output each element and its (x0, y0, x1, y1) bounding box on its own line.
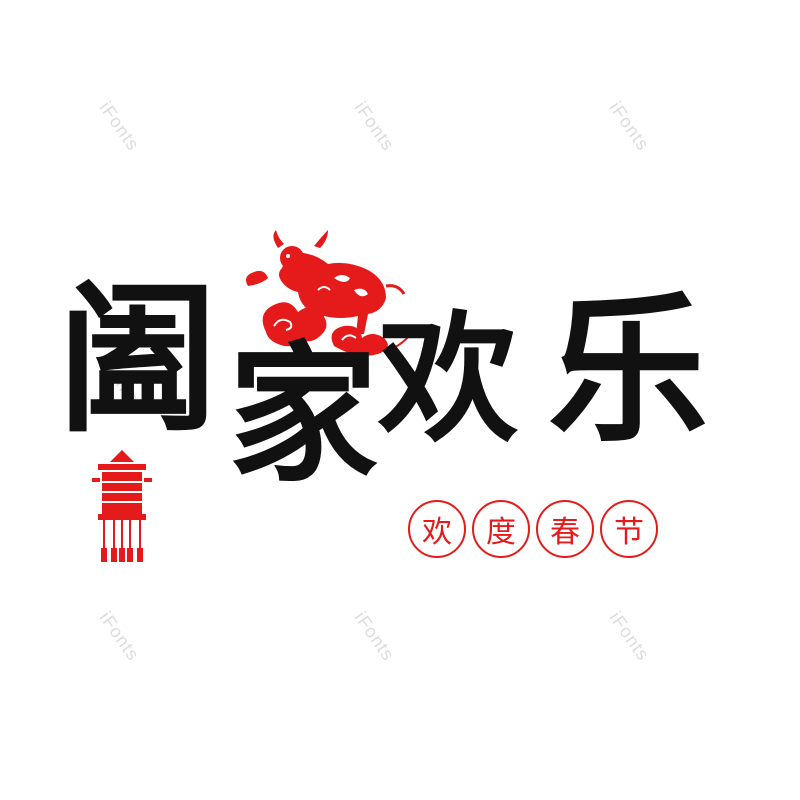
seal-char-4: 节 (600, 500, 658, 558)
title-char-1: 阖 (58, 266, 219, 454)
title-char-3: 欢 (378, 298, 519, 462)
red-lantern-icon (92, 450, 152, 562)
watermark-text: iFonts (350, 98, 399, 155)
watermark-text: iFonts (95, 608, 144, 665)
watermark-text: iFonts (350, 608, 399, 665)
paper-cut-ox-icon (246, 230, 415, 356)
title-char-2: 家 (228, 327, 379, 503)
watermark-text: iFonts (95, 98, 144, 155)
main-title: 阖 家 欢 乐 (58, 270, 758, 530)
watermark-text: iFonts (605, 98, 654, 155)
seal-char-2: 度 (472, 500, 530, 558)
seal-char-1: 欢 (408, 500, 466, 558)
seal-char-3: 春 (536, 500, 594, 558)
subtitle-seals: 欢 度 春 节 (408, 500, 658, 558)
title-char-4: 乐 (548, 276, 709, 464)
watermark-text: iFonts (605, 608, 654, 665)
